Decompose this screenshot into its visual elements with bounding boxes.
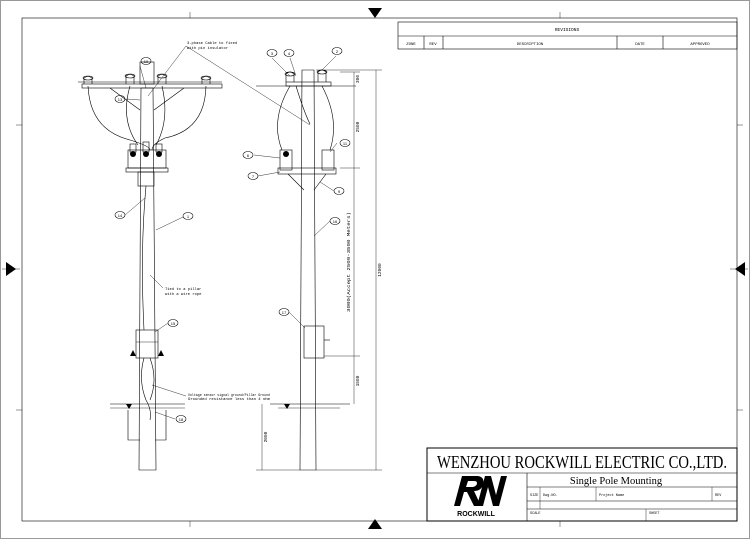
callout-1: 1: [182, 212, 194, 220]
callout-4: 4: [283, 49, 295, 57]
field-scale: SCALE: [530, 512, 541, 516]
svg-text:18: 18: [179, 417, 184, 422]
dim-300: 300: [355, 75, 361, 83]
logo-text: ROCKWILL: [457, 511, 495, 518]
callouts: 10 13 14 1 15 18 3 4 2 6 7 11 9 16 17: [114, 47, 351, 423]
field-sheet: SHEET: [649, 512, 660, 516]
callout-14: 14: [114, 211, 126, 219]
side-controller: [303, 325, 325, 359]
note-cable-line2: with pin insulator: [187, 46, 228, 51]
field-dwg-no: Dwg.NO.: [543, 494, 558, 498]
revisions-title: REVISIONS: [555, 27, 580, 33]
field-rev: REV: [715, 494, 722, 498]
dim-12000: 12000: [377, 263, 383, 277]
side-pole: [299, 69, 317, 471]
rev-header-rev: REV: [429, 43, 437, 47]
svg-text:16: 16: [333, 219, 338, 224]
callout-18: 18: [175, 415, 187, 423]
rev-header-date: DATE: [635, 43, 645, 47]
front-pole: [138, 87, 157, 471]
svg-text:10: 10: [144, 59, 149, 64]
svg-text:1: 1: [187, 214, 190, 219]
note-cable-line1: 3-phase Cable to fixed: [187, 41, 237, 46]
callout-7: 7: [247, 172, 259, 180]
svg-text:13: 13: [118, 97, 123, 102]
rev-header-approved: APPROVED: [690, 43, 710, 47]
field-project: Project Name: [599, 493, 624, 498]
svg-text:11: 11: [343, 141, 348, 146]
note-pillar-line2: with a wire rope: [165, 292, 202, 297]
dimension-lines: [126, 69, 382, 471]
svg-text:9: 9: [338, 189, 341, 194]
callout-13: 13: [114, 95, 126, 103]
note-ground-line1: Voltage sensor signal ground/Pillar Grou…: [188, 393, 270, 397]
svg-text:15: 15: [171, 321, 176, 326]
svg-text:7: 7: [252, 174, 255, 179]
callout-11: 11: [339, 139, 351, 147]
rev-header-description: DESCRIPTION: [517, 43, 544, 47]
company-name: WENZHOU ROCKWILL ELECTRIC CO.,LTD.: [437, 452, 727, 472]
dim-1500: 1500: [355, 375, 361, 386]
field-size: SIZE: [530, 494, 538, 498]
callout-15: 15: [167, 319, 179, 327]
side-view: [253, 55, 356, 471]
svg-text:2: 2: [336, 49, 339, 54]
svg-text:4: 4: [288, 51, 291, 56]
top-center-arrow-icon: [368, 8, 382, 18]
svg-text:17: 17: [282, 310, 287, 315]
rockwill-logo: ROCKWILL: [454, 476, 507, 518]
callout-17: 17: [278, 308, 290, 316]
revision-table: REVISIONS ZONE REV DESCRIPTION DATE APPR…: [397, 21, 738, 50]
callout-10: 10: [140, 57, 152, 65]
note-pillar-line1: Tied to a pillar: [165, 287, 201, 292]
svg-text:6: 6: [247, 153, 250, 158]
rev-header-zone: ZONE: [406, 43, 416, 47]
svg-text:3: 3: [271, 51, 274, 56]
callout-2: 2: [331, 47, 343, 55]
note-ground-line2: Grounded resistance less than 4 ohm: [188, 397, 270, 401]
drawing-title: Single Pole Mounting: [570, 476, 663, 487]
title-block: WENZHOU ROCKWILL ELECTRIC CO.,LTD. Singl…: [426, 447, 738, 522]
callout-6: 6: [242, 151, 254, 159]
dim-2000: 2000: [263, 431, 269, 442]
svg-text:14: 14: [118, 213, 123, 218]
border-ticks: [16, 12, 743, 527]
pin-insulators: [78, 73, 222, 84]
dim-2500: 2500: [355, 121, 361, 132]
front-controller: [135, 329, 159, 359]
bottom-center-arrow-icon: [368, 519, 382, 529]
callout-9: 9: [333, 187, 345, 195]
dim-vertical-note: 3000(Accept 2500-3500 Meters): [346, 212, 352, 312]
front-view: [78, 45, 311, 471]
callout-3: 3: [266, 49, 278, 57]
callout-16: 16: [329, 217, 341, 225]
